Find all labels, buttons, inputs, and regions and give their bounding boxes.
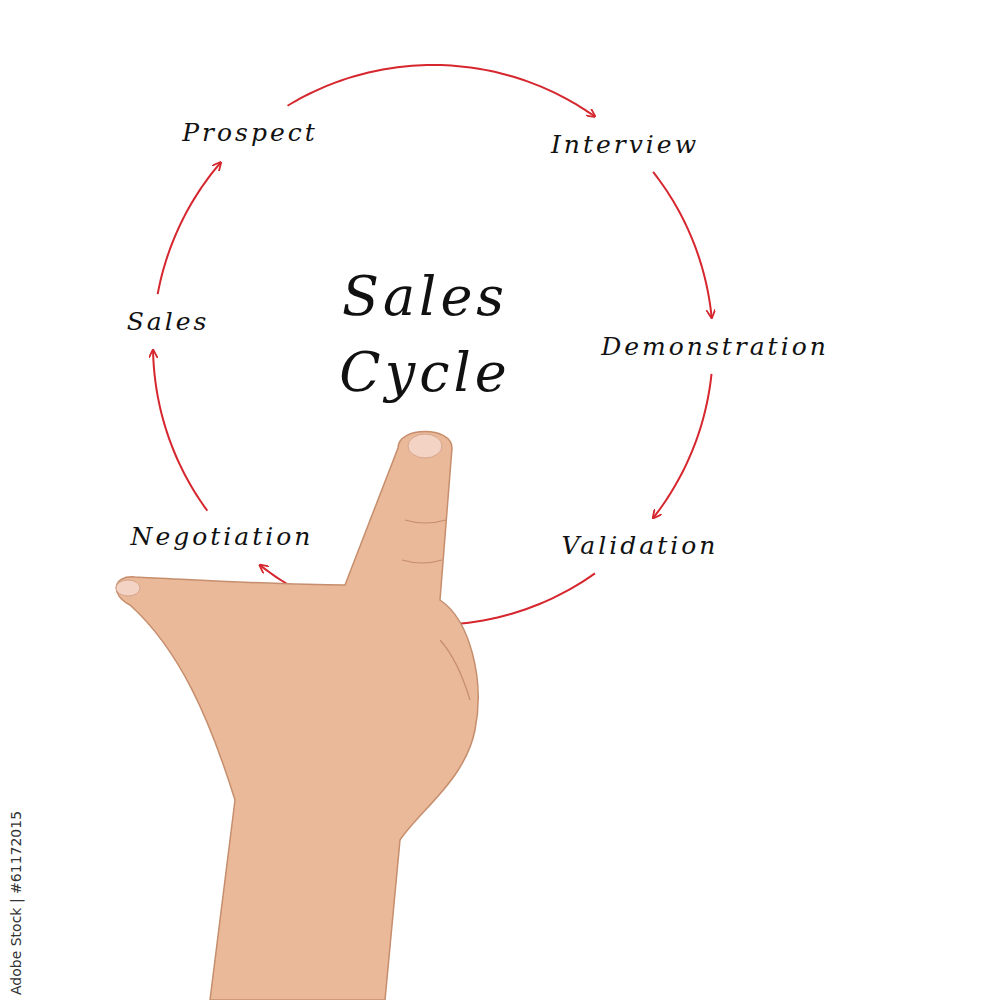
watermark: Adobe Stock | #61172015 xyxy=(8,811,24,995)
stage-node: Validation xyxy=(558,528,723,564)
stage-label: Validation xyxy=(562,530,719,562)
stage-node: Demonstration xyxy=(597,329,833,365)
skin-crease xyxy=(402,520,470,700)
thumb-nail xyxy=(116,580,140,596)
diagram-title: Sales Cycle xyxy=(305,259,545,411)
stage-label: Demonstration xyxy=(601,331,829,363)
cycle-arrow xyxy=(288,65,595,117)
stage-node: Interview xyxy=(547,127,703,163)
stage-label: Prospect xyxy=(182,117,318,149)
finger-nail xyxy=(408,434,442,458)
stage-label: Sales xyxy=(127,306,210,338)
stage-node: Negotiation xyxy=(127,519,318,555)
stage-label: Interview xyxy=(551,129,699,161)
cycle-arrow xyxy=(653,172,712,318)
stage-node: Sales xyxy=(123,304,214,340)
stage-label: Negotiation xyxy=(131,521,314,553)
cycle-arrow xyxy=(153,350,207,511)
stage-node: Prospect xyxy=(178,115,322,151)
cycle-arrow xyxy=(158,162,221,294)
hand-shape xyxy=(116,432,478,1000)
cycle-arrow xyxy=(653,374,711,518)
